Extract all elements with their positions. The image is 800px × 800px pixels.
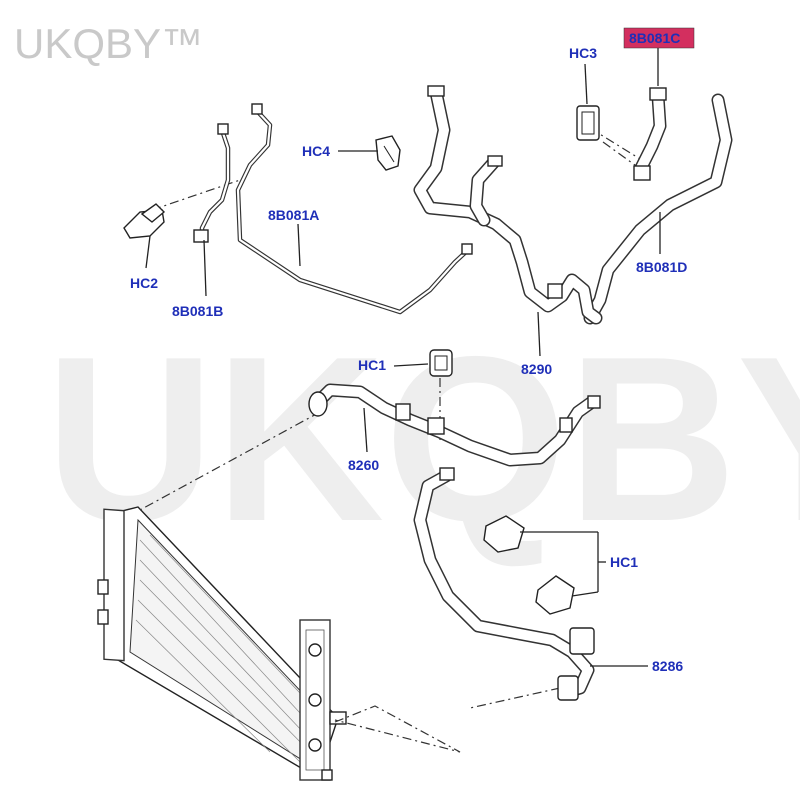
callout-8260: 8260: [348, 457, 379, 473]
watermark-small: UKQBY™: [14, 20, 203, 67]
callout-8b081c: 8B081C: [629, 30, 680, 46]
callout-8b081b: 8B081B: [172, 303, 223, 319]
callout-hc1-top: HC1: [358, 357, 386, 373]
radiator: [97, 506, 347, 781]
callout-8b081c-highlight: [623, 27, 695, 49]
hose-8b081d: [583, 93, 733, 325]
leader-lines: [145, 48, 661, 667]
clip-hc1-top: [429, 349, 453, 377]
bleed-pipe-8b081b: [193, 123, 231, 243]
callout-hc2: HC2: [130, 275, 158, 291]
callout-8b081d: 8B081D: [636, 259, 687, 275]
callout-hc3: HC3: [569, 45, 597, 61]
hose-8290: [413, 85, 603, 325]
callout-hc4: HC4: [302, 143, 330, 159]
hose-8260: [308, 383, 601, 467]
callout-8b081a: 8B081A: [268, 207, 319, 223]
bleed-pipe-8b081a: [235, 103, 473, 315]
clip-hc1-right-lower: [535, 575, 575, 615]
clip-hc2: [123, 203, 166, 239]
hose-8b081c: [633, 87, 667, 181]
hose-8286: [413, 467, 595, 701]
clip-hc1-right-upper: [483, 515, 525, 553]
callout-hc1-right: HC1: [610, 554, 638, 570]
callout-8290: 8290: [521, 361, 552, 377]
clip-hc3: [576, 105, 600, 141]
clip-hc4: [375, 135, 401, 171]
callout-8286: 8286: [652, 658, 683, 674]
